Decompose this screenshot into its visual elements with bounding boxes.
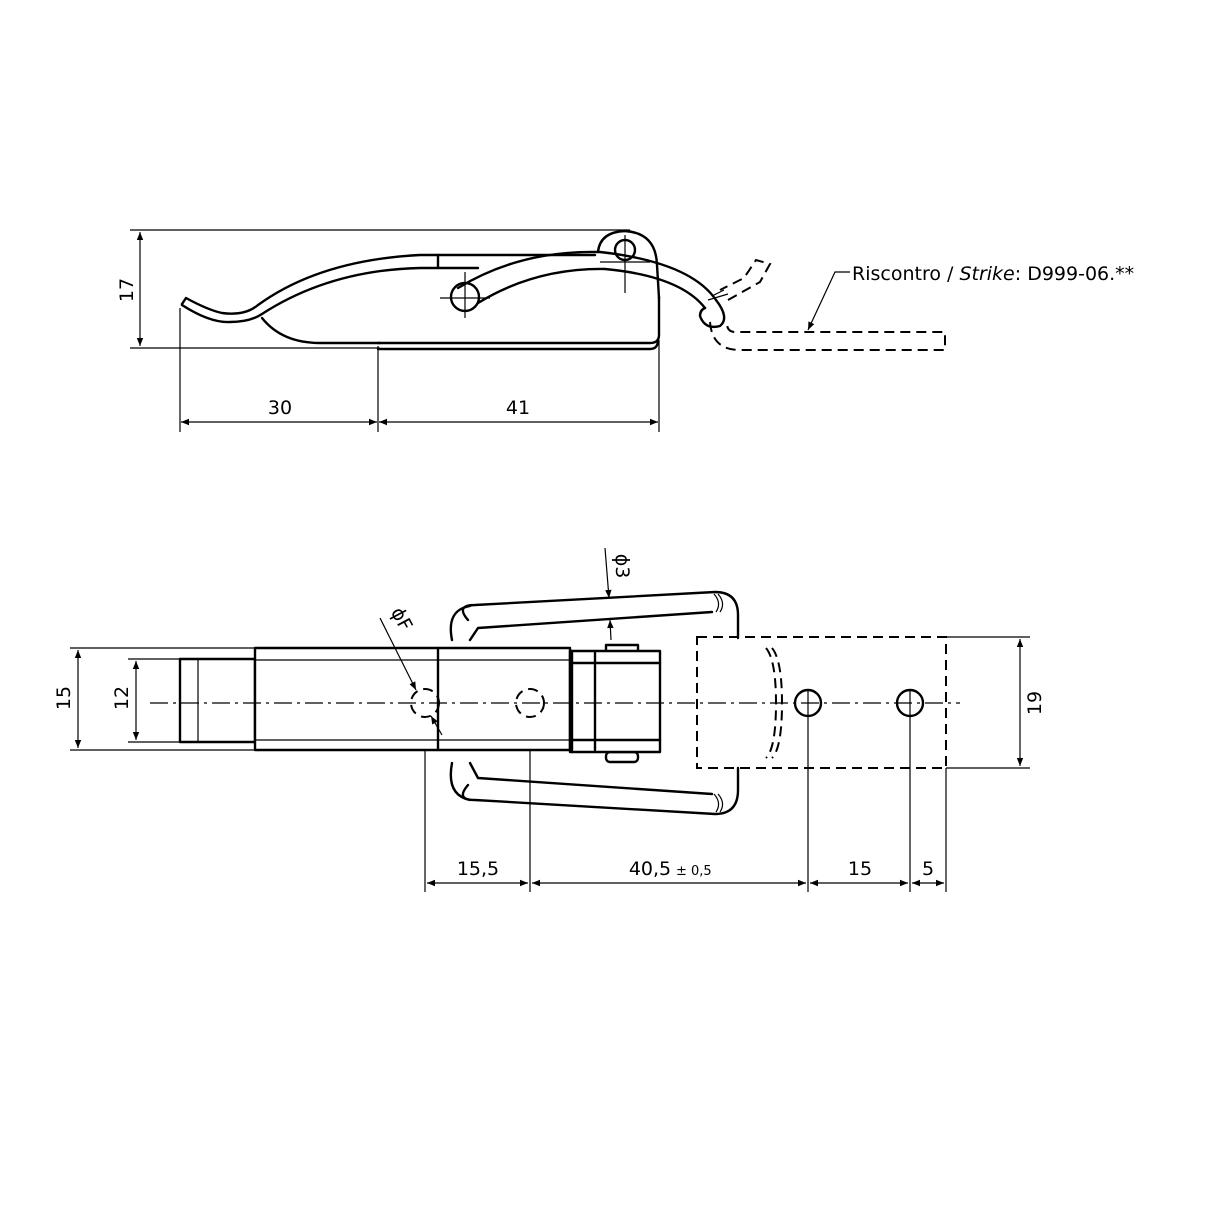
dimension-inner-width-label: 12 [111, 686, 133, 710]
wire-dia-label: ϕ3 [611, 554, 633, 579]
base-plate-nose [260, 316, 382, 345]
bail-wire-bottom-inner [449, 761, 714, 802]
dimension-outer-width-label: 15 [53, 686, 75, 710]
strike-label-prefix: Riscontro / [852, 263, 959, 285]
hinge-block [568, 649, 662, 754]
hinge-centerlines [600, 235, 650, 293]
bail-wire-top-inner [449, 604, 714, 642]
plan-vertical-extension-lines [424, 690, 947, 892]
base-plate [376, 295, 661, 345]
hole-f-label: ϕF [386, 604, 416, 635]
plan-extension-lines [70, 636, 1030, 769]
bail-wire-hook [698, 298, 726, 329]
hole-f [410, 688, 440, 718]
wire-dia-leader [604, 547, 612, 599]
strike-leader [807, 271, 850, 331]
strike-label: Riscontro / Strike: D999-06.** [852, 263, 1134, 285]
dimension-c-label: 15 [848, 858, 872, 880]
hinge-knuckle [596, 229, 661, 300]
dimension-b-label: 40,5 [629, 858, 671, 880]
dimension-height-label: 17 [116, 278, 138, 302]
plan-view: 15 12 19 ϕF [53, 547, 1046, 892]
base-plate-bottom [376, 338, 660, 351]
lever-body-edges [255, 659, 570, 741]
dimension-right-label: 41 [506, 397, 530, 419]
hinge-block-details [570, 649, 662, 754]
lever-inner [180, 266, 480, 324]
dimension-left-label: 30 [268, 397, 292, 419]
bail-wire-bottom [461, 766, 740, 816]
hole-f-leader-2 [430, 715, 443, 736]
dimension-a-label: 15,5 [457, 858, 499, 880]
extension-lines [130, 229, 660, 432]
bail-wire-bend [707, 289, 729, 301]
bail-wire-lower [476, 267, 707, 310]
lever-outer [180, 253, 597, 315]
dimension-strike-width-label: 19 [1024, 691, 1046, 715]
lever-tip [178, 657, 257, 744]
strike-hook-outline [719, 258, 772, 301]
side-view: 17 30 41 Riscontro / Strike: D999-06.** [116, 229, 1134, 432]
pivot-centerlines [440, 272, 490, 318]
hole-lever [515, 688, 545, 718]
dimension-d-label: 5 [922, 858, 934, 880]
strike-label-suffix: : D999-06.** [1015, 263, 1134, 285]
bail-wire-top [461, 590, 740, 640]
hole-f-leader [379, 617, 417, 691]
dimension-b-tolerance: ± 0,5 [676, 864, 712, 879]
strike-hole-2 [895, 688, 925, 718]
strike-plate-outline [696, 636, 947, 769]
strike-label-italic: Strike [959, 263, 1014, 285]
bail-wire-upper [456, 250, 718, 302]
bail-wire-bends [713, 593, 724, 813]
wire-dia-leader-2 [607, 619, 614, 641]
strike-outline [709, 321, 946, 351]
hinge-pin-bottom [604, 750, 640, 764]
strike-hole-1 [793, 688, 823, 718]
